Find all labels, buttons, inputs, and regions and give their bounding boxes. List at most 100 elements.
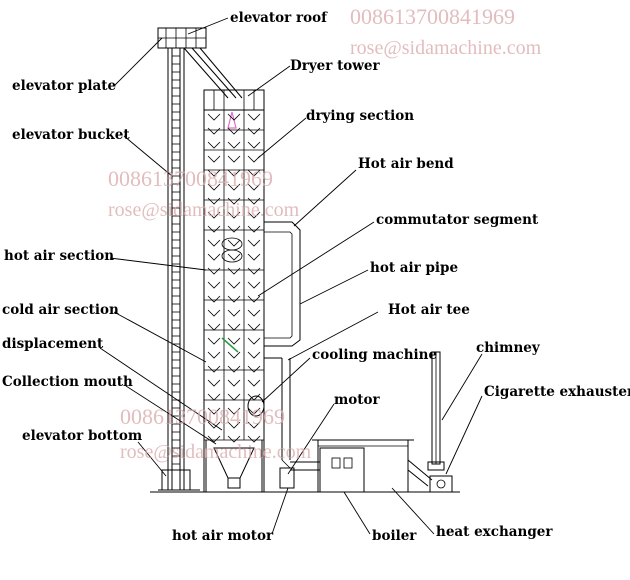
- dryer-baffle: [247, 351, 261, 359]
- dryer-baffle: [227, 239, 241, 247]
- dryer-baffle: [247, 253, 261, 261]
- dryer-baffle: [247, 309, 261, 317]
- dryer-baffle: [247, 183, 261, 191]
- dryer-baffle: [227, 211, 241, 219]
- dryer-baffle: [227, 113, 241, 121]
- dryer-baffle: [207, 141, 221, 149]
- dryer-baffle: [227, 183, 241, 191]
- dryer-baffle: [207, 197, 221, 205]
- watermark-phone-2: 008613700841969: [108, 166, 273, 191]
- dryer-baffle: [207, 295, 221, 303]
- dryer-baffle: [247, 435, 261, 443]
- dryer-baffle: [247, 155, 261, 163]
- dryer-baffle: [247, 267, 261, 275]
- dryer-baffle: [207, 211, 221, 219]
- labels: elevator roof Dryer tower elevator plate…: [2, 10, 630, 544]
- dryer-baffle: [247, 169, 261, 177]
- watermark-email-1: rose@sidamachine.com: [350, 37, 542, 59]
- dryer-baffle: [207, 183, 221, 191]
- dryer-baffle: [207, 155, 221, 163]
- dryer-baffle: [247, 239, 261, 247]
- label-drying-section: drying section: [306, 108, 414, 124]
- hot-air-duct: [247, 221, 320, 489]
- heat-exchanger-unit: [312, 439, 433, 493]
- dryer-baffle: [207, 239, 221, 247]
- label-hot-air-motor: hot air motor: [172, 528, 274, 544]
- dryer-baffle: [247, 281, 261, 289]
- dryer-baffle: [227, 421, 241, 429]
- dryer-baffle: [227, 393, 241, 401]
- dryer-baffle: [207, 435, 221, 443]
- dryer-baffle: [227, 155, 241, 163]
- dryer-baffle: [227, 267, 241, 275]
- dryer-baffle: [207, 309, 221, 317]
- dryer-baffle: [247, 365, 261, 373]
- dryer-baffle: [207, 379, 221, 387]
- label-hot-air-pipe: hot air pipe: [370, 260, 458, 276]
- dryer-baffle: [207, 421, 221, 429]
- watermark-phone-1: 008613700841969: [350, 4, 515, 29]
- dryer-baffle: [227, 379, 241, 387]
- label-elevator-roof: elevator roof: [230, 10, 328, 26]
- label-cigarette-exhauster: Cigarette exhauster: [484, 384, 630, 400]
- boiler-body: [319, 447, 365, 493]
- dryer-baffle: [227, 295, 241, 303]
- label-commutator-segment: commutator segment: [376, 212, 539, 228]
- dryer-baffle: [207, 253, 221, 261]
- label-elevator-bucket: elevator bucket: [12, 127, 130, 143]
- label-dryer-tower: Dryer tower: [290, 58, 381, 74]
- watermark-phone-3: 008613700841969: [120, 404, 285, 429]
- dryer-baffle: [227, 351, 241, 359]
- leader-lines: [99, 17, 483, 535]
- dryer-baffle: [227, 141, 241, 149]
- dryer-baffle: [227, 225, 241, 233]
- chimney: [427, 351, 453, 493]
- label-hot-air-tee: Hot air tee: [388, 302, 470, 318]
- label-collection-mouth: Collection mouth: [2, 374, 133, 390]
- dryer-baffle: [227, 197, 241, 205]
- dryer-baffle: [207, 225, 221, 233]
- watermarks: 008613700841969 rose@sidamachine.com 008…: [108, 4, 542, 463]
- label-cooling-machine: cooling machine: [312, 347, 437, 363]
- dryer-baffle: [247, 225, 261, 233]
- dryer-baffle: [227, 337, 241, 345]
- dryer-baffle: [207, 393, 221, 401]
- label-hot-air-section: hot air section: [4, 248, 114, 264]
- dryer-baffle: [227, 435, 241, 443]
- dryer-baffle: [247, 421, 261, 429]
- dryer-baffle: [227, 323, 241, 331]
- label-motor: motor: [334, 392, 381, 408]
- label-boiler: boiler: [372, 528, 417, 544]
- hot-air-motor-box: [279, 467, 295, 489]
- dryer-baffle: [207, 351, 221, 359]
- label-displacement: displacement: [2, 336, 104, 352]
- label-cold-air-section: cold air section: [2, 302, 119, 318]
- label-heat-exchanger: heat exchanger: [436, 524, 553, 540]
- dryer-baffle: [247, 379, 261, 387]
- label-chimney: chimney: [476, 340, 541, 356]
- dryer-baffle: [247, 197, 261, 205]
- cigarette-exhauster-box: [429, 475, 453, 493]
- dryer-baffle: [207, 323, 221, 331]
- dryer-baffle: [207, 113, 221, 121]
- label-elevator-plate: elevator plate: [12, 78, 116, 94]
- dryer-baffle: [227, 169, 241, 177]
- dryer-baffle: [207, 337, 221, 345]
- dryer-baffle: [207, 281, 221, 289]
- dryer-baffle: [247, 127, 261, 135]
- watermark-email-2: rose@sidamachine.com: [108, 199, 300, 221]
- dryer-baffle: [247, 141, 261, 149]
- dryer-baffle: [247, 113, 261, 121]
- dryer-baffle: [207, 407, 221, 415]
- dryer-baffle: [227, 253, 241, 261]
- dryer-tower: [203, 89, 265, 493]
- label-elevator-bottom: elevator bottom: [22, 428, 142, 444]
- dryer-baffle: [227, 309, 241, 317]
- dryer-baffle: [207, 169, 221, 177]
- dryer-baffle: [207, 267, 221, 275]
- dryer-baffle: [207, 127, 221, 135]
- cooling-machine-fan: [247, 395, 265, 417]
- dryer-baffle: [227, 407, 241, 415]
- dryer-baffle: [247, 211, 261, 219]
